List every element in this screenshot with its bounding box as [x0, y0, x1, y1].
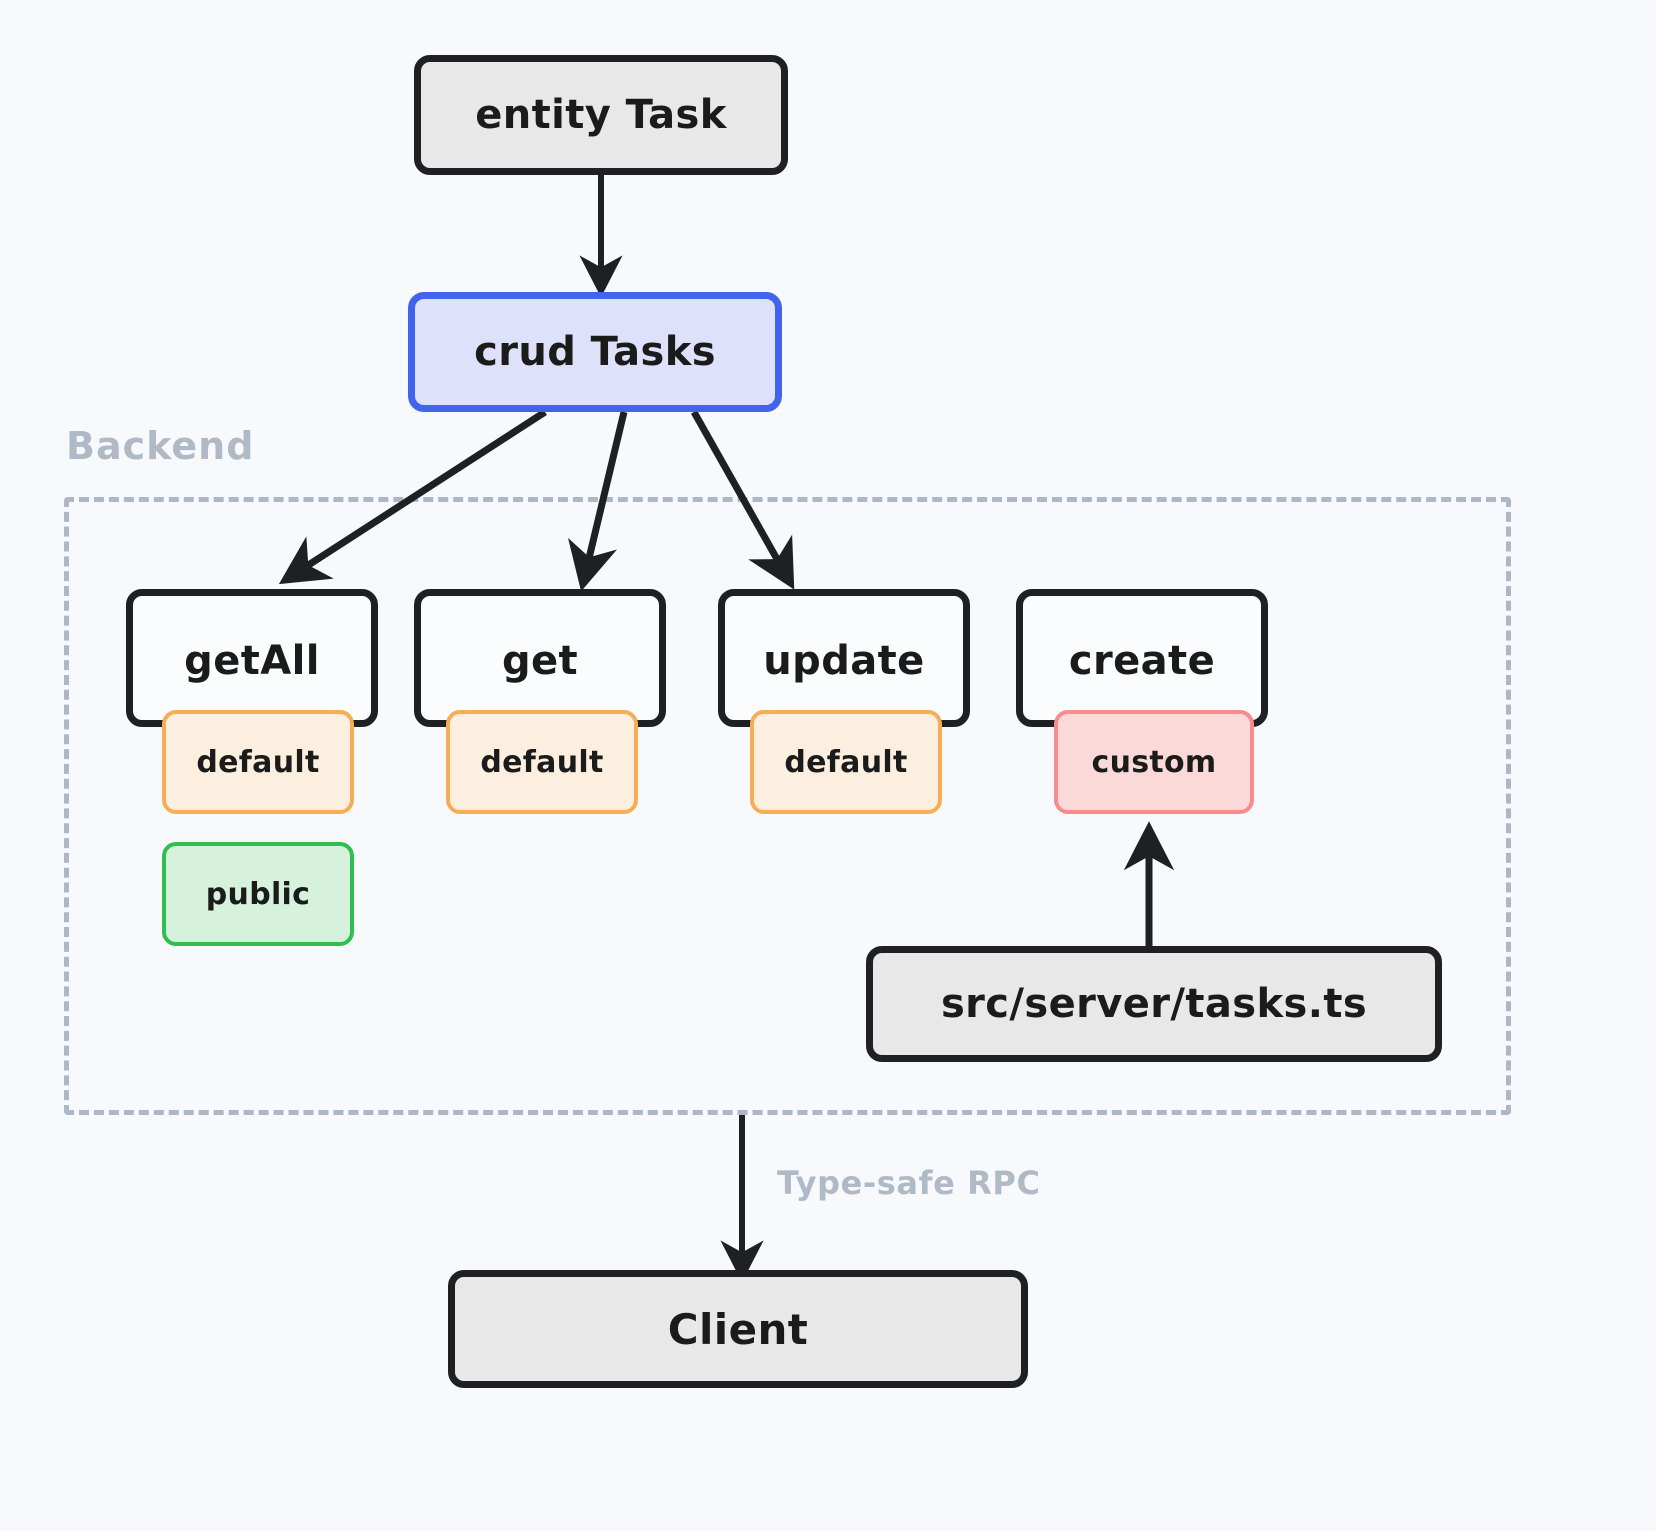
- badge-getall-public[interactable]: public: [162, 842, 354, 946]
- node-create[interactable]: create: [1016, 589, 1268, 727]
- badge-getall-default[interactable]: default: [162, 710, 354, 814]
- badge-get-default[interactable]: default: [446, 710, 638, 814]
- badge-update-default[interactable]: default: [750, 710, 942, 814]
- badge-create-custom[interactable]: custom: [1054, 710, 1254, 814]
- node-client[interactable]: Client: [448, 1270, 1028, 1388]
- node-get[interactable]: get: [414, 589, 666, 727]
- node-crud-tasks[interactable]: crud Tasks: [408, 292, 782, 412]
- node-source-file[interactable]: src/server/tasks.ts: [866, 946, 1442, 1062]
- node-getall[interactable]: getAll: [126, 589, 378, 727]
- edge-label-type-safe-rpc: Type-safe RPC: [777, 1164, 1041, 1202]
- node-entity-task[interactable]: entity Task: [414, 55, 788, 175]
- node-update[interactable]: update: [718, 589, 970, 727]
- backend-subgraph-label: Backend: [66, 424, 255, 468]
